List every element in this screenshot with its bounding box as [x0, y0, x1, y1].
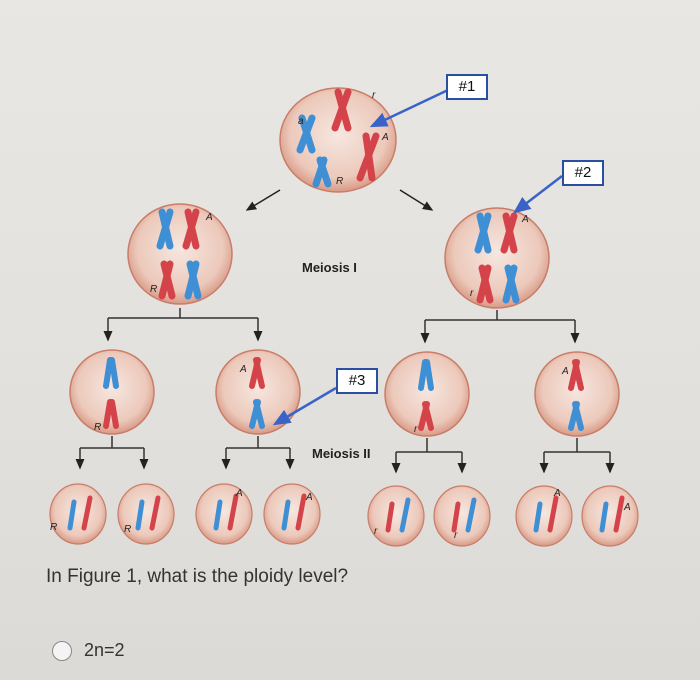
gametes — [49, 483, 639, 547]
gamete-7 — [515, 485, 573, 547]
gamete-3 — [195, 483, 253, 545]
radio-button[interactable] — [52, 640, 72, 661]
left-split-bracket — [103, 308, 263, 342]
right-meiosis-1-cell — [444, 207, 550, 309]
gamete-brackets — [75, 436, 615, 474]
label-1: #1 — [446, 74, 488, 100]
answer-option-label: 2n=2 — [84, 640, 125, 660]
allele-R-m2-1: R — [94, 422, 101, 433]
allele-a-parent: a — [298, 116, 304, 127]
allele-r-g5: r — [374, 526, 378, 537]
gamete-2 — [117, 483, 175, 545]
label-2: #2 — [562, 160, 604, 186]
allele-r-g6: r — [454, 530, 458, 541]
meiosis-2-cell-3 — [384, 351, 470, 437]
gamete-8 — [581, 485, 639, 547]
label-3: #3 — [336, 368, 378, 394]
arrow-to-left-cell — [245, 189, 281, 211]
allele-r-parent: r — [372, 90, 376, 101]
allele-A-right: A — [521, 214, 529, 225]
meiosis-2-cell-2 — [215, 349, 301, 435]
allele-A-left: A — [205, 212, 213, 223]
gamete-4 — [263, 483, 321, 545]
meiosis-1-label: Meiosis I — [302, 260, 357, 275]
allele-A-g4: A — [305, 492, 313, 503]
question-text: In Figure 1, what is the ploidy level? — [46, 566, 349, 587]
left-meiosis-1-cell — [127, 203, 233, 305]
parent-cell — [279, 87, 397, 193]
gamete-5 — [367, 485, 425, 547]
right-split-bracket — [420, 310, 580, 344]
allele-r-m2-3: r — [414, 424, 418, 435]
allele-R-left: R — [150, 284, 157, 295]
allele-A-parent: A — [381, 132, 389, 143]
pointer-3 — [272, 386, 337, 426]
allele-R-g2: R — [124, 524, 131, 535]
pointer-1 — [369, 88, 449, 128]
allele-A-g8: A — [623, 502, 631, 513]
pointer-2 — [513, 175, 563, 214]
arrow-to-right-cell — [399, 189, 434, 211]
gamete-1 — [49, 483, 107, 545]
meiosis-2-label: Meiosis II — [312, 446, 371, 461]
allele-A-g7: A — [553, 488, 561, 499]
allele-R-parent: R — [336, 176, 343, 187]
allele-r-right: r — [470, 288, 474, 299]
allele-R-g1: R — [50, 522, 57, 533]
meiosis-2-cell-4 — [534, 351, 620, 437]
answer-option-1[interactable]: 2n=2 — [52, 640, 125, 661]
allele-A-m2-2: A — [239, 364, 247, 375]
allele-A-m2-4: A — [561, 366, 569, 377]
gamete-6 — [433, 485, 491, 547]
allele-A-g3: A — [235, 488, 243, 499]
meiosis-2-cell-1 — [69, 349, 155, 435]
